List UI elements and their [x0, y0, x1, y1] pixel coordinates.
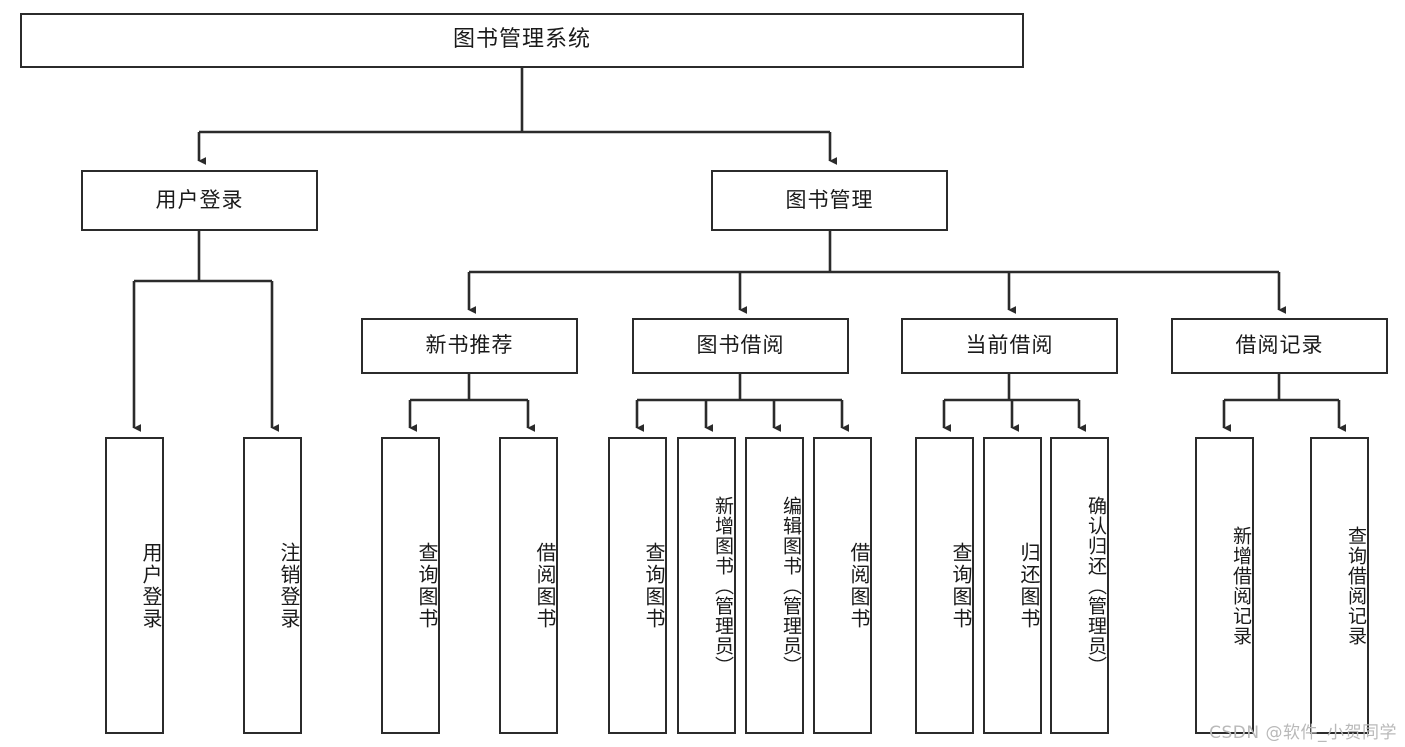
leaf-logout[interactable]: 注销登录 [243, 437, 302, 734]
leaf-query-book-bb[interactable]: 查询图书 [608, 437, 667, 734]
leaf-add-book-admin[interactable]: 新增图书（管理员） [677, 437, 736, 734]
leaf-confirm-return-admin[interactable]: 确认归还（管理员） [1050, 437, 1109, 734]
node-current-borrow[interactable]: 当前借阅 [901, 318, 1118, 374]
leaf-query-borrow-record[interactable]: 查询借阅记录 [1310, 437, 1369, 734]
leaf-add-borrow-record[interactable]: 新增借阅记录 [1195, 437, 1254, 734]
node-book-management[interactable]: 图书管理 [711, 170, 948, 231]
leaf-user-login[interactable]: 用户登录 [105, 437, 164, 734]
node-user-login[interactable]: 用户登录 [81, 170, 318, 231]
node-borrow-record[interactable]: 借阅记录 [1171, 318, 1388, 374]
leaf-query-book-nbr[interactable]: 查询图书 [381, 437, 440, 734]
node-new-book-recommend[interactable]: 新书推荐 [361, 318, 578, 374]
node-root-system[interactable]: 图书管理系统 [20, 13, 1024, 68]
leaf-return-book[interactable]: 归还图书 [983, 437, 1042, 734]
node-book-borrow[interactable]: 图书借阅 [632, 318, 849, 374]
leaf-edit-book-admin[interactable]: 编辑图书（管理员） [745, 437, 804, 734]
leaf-borrow-book-bb[interactable]: 借阅图书 [813, 437, 872, 734]
leaf-query-book-cb[interactable]: 查询图书 [915, 437, 974, 734]
leaf-borrow-book-nbr[interactable]: 借阅图书 [499, 437, 558, 734]
watermark-text: CSDN @软件_小贺同学 [1209, 723, 1397, 743]
